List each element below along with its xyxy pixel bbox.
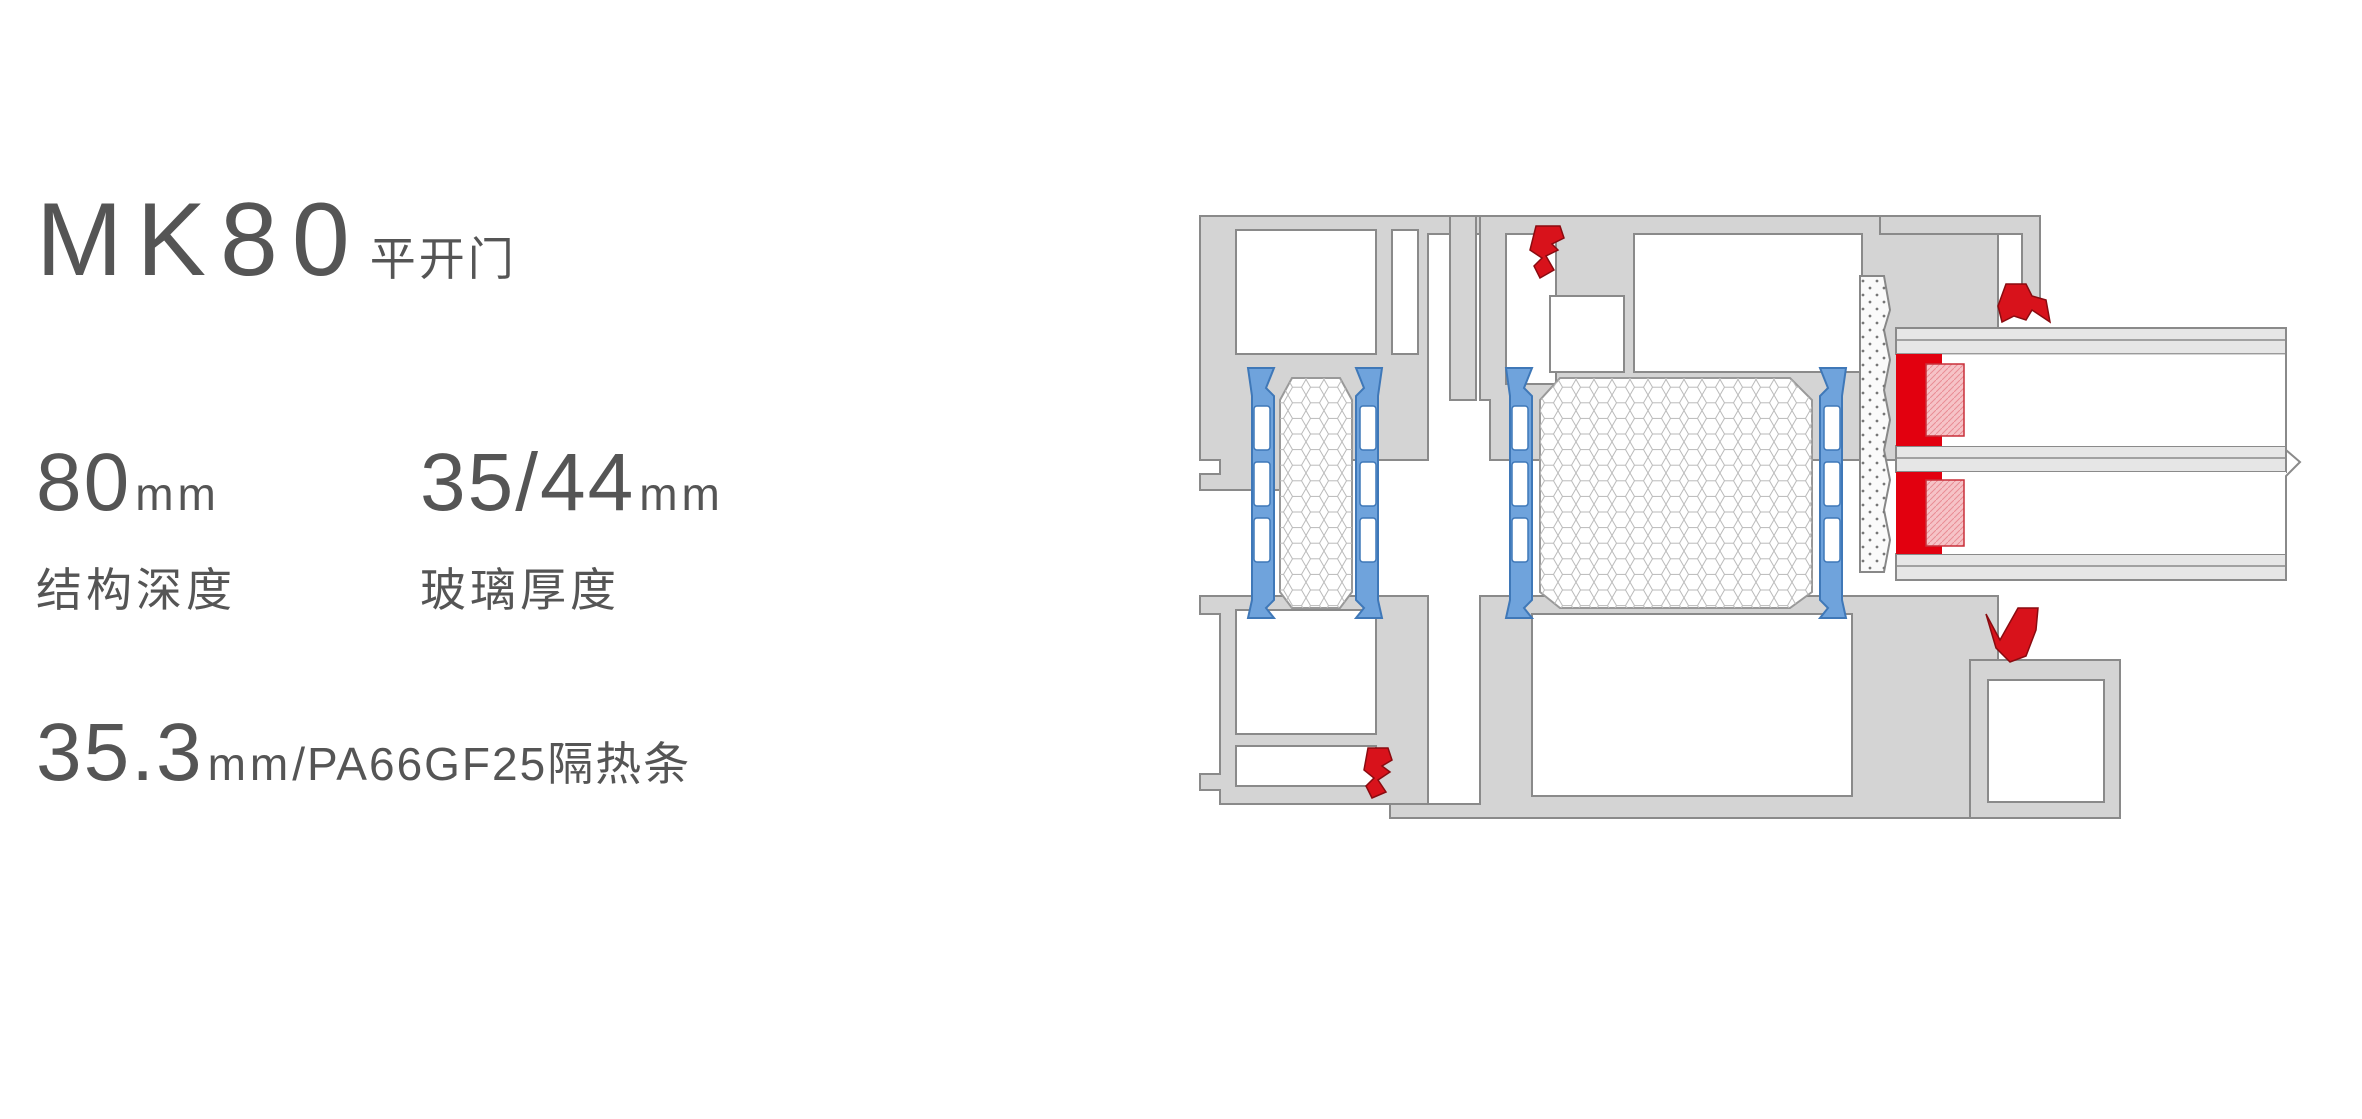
glazing-sealant	[1859, 275, 1892, 573]
insulation-foam	[1279, 377, 1813, 609]
insulating-glass-unit	[1895, 327, 2302, 581]
spec-depth-value: 80	[36, 437, 132, 528]
aluminum-bead-right	[1879, 215, 2121, 819]
product-type: 平开门	[369, 233, 517, 285]
spec-strip-suffix: /PA66GF25隔热条	[292, 738, 692, 790]
spec-strip-unit: mm	[207, 738, 293, 790]
spec-thermal-strip: 35.3mm/PA66GF25隔热条	[36, 712, 691, 794]
spec-glass-value: 35/44	[420, 437, 636, 528]
epdm-gaskets	[1363, 225, 2052, 799]
spec-strip-value: 35.3	[36, 707, 204, 798]
profile-cross-section: .alu { fill: #d4d4d4; stroke: #8a8a8a; s…	[1199, 215, 2302, 819]
spec-glass-unit: mm	[639, 468, 724, 520]
spec-glass-thickness: 35/44mm 玻璃厚度	[420, 442, 724, 620]
spec-structure-depth: 80mm 结构深度	[36, 442, 236, 620]
spec-depth-label: 结构深度	[36, 564, 236, 616]
spec-depth-unit: mm	[135, 468, 220, 520]
spec-glass-label: 玻璃厚度	[420, 564, 620, 616]
model-name: MK80	[36, 182, 364, 298]
thermal-break-strips	[1246, 367, 1848, 619]
